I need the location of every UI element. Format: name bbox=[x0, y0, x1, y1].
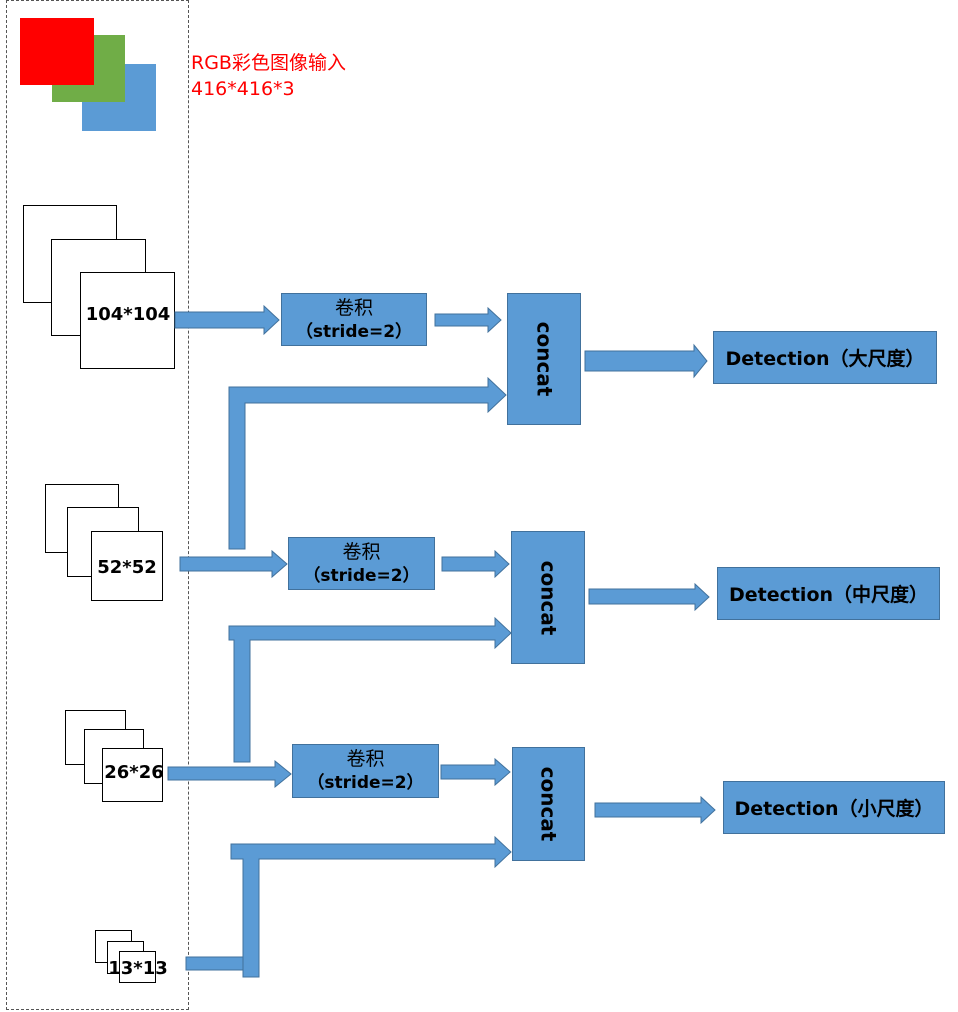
arrow-route-13-to-concat3 bbox=[230, 835, 512, 978]
concat-block-3: concat bbox=[512, 747, 585, 861]
conv-block-1: 卷积 （stride=2） bbox=[281, 293, 427, 346]
concat-block-1-label: concat bbox=[532, 321, 556, 397]
concat-block-1: concat bbox=[507, 293, 581, 425]
arrow-conv3-to-concat bbox=[440, 757, 511, 787]
conv-block-3-stride: （stride=2） bbox=[307, 773, 424, 793]
feature-map-52-front bbox=[91, 531, 163, 601]
feature-map-13-label: 13*13 bbox=[108, 958, 168, 979]
rgb-red-channel bbox=[20, 18, 94, 85]
backbone-frame bbox=[6, 0, 189, 1010]
feature-map-104-label: 104*104 bbox=[85, 304, 171, 325]
arrow-route-26-to-concat2 bbox=[228, 616, 512, 763]
rgb-input-title: RGB彩色图像输入 bbox=[191, 52, 346, 74]
arrow-52-to-conv bbox=[179, 549, 288, 579]
conv-block-2-title: 卷积 bbox=[342, 541, 381, 563]
arrow-104-to-conv bbox=[174, 304, 280, 336]
conv-block-3-title: 卷积 bbox=[346, 748, 385, 770]
detection-medium: Detection（中尺度） bbox=[717, 567, 940, 620]
arrow-conv2-to-concat bbox=[441, 549, 510, 579]
rgb-input-label: RGB彩色图像输入 416*416*3 bbox=[191, 50, 346, 102]
feature-map-13-front bbox=[119, 951, 156, 983]
concat-block-2-label: concat bbox=[536, 560, 560, 635]
feature-map-26-label: 26*26 bbox=[104, 762, 164, 783]
conv-block-2-stride: （stride=2） bbox=[303, 566, 420, 586]
concat-block-3-label: concat bbox=[536, 766, 561, 842]
detection-large: Detection（大尺度） bbox=[713, 331, 937, 384]
arrow-concat3-to-detection bbox=[594, 795, 716, 825]
feature-map-26-front bbox=[102, 748, 163, 802]
conv-block-3: 卷积 （stride=2） bbox=[292, 744, 439, 798]
arrow-concat2-to-detection bbox=[588, 582, 710, 612]
feature-map-52-label: 52*52 bbox=[97, 557, 157, 578]
rgb-input-size: 416*416*3 bbox=[191, 78, 295, 100]
arrow-conv1-to-concat bbox=[434, 306, 502, 334]
conv-block-2: 卷积 （stride=2） bbox=[288, 537, 435, 590]
arrow-route-52-to-concat1 bbox=[228, 376, 507, 550]
conv-block-1-stride: （stride=2） bbox=[295, 322, 413, 342]
feature-map-104-front bbox=[80, 272, 175, 369]
concat-block-2: concat bbox=[511, 531, 585, 664]
arrow-13-out bbox=[185, 956, 244, 971]
conv-block-1-title: 卷积 bbox=[334, 297, 373, 319]
arrow-26-to-conv bbox=[167, 759, 292, 789]
arrow-concat1-to-detection bbox=[584, 343, 708, 379]
detection-small: Detection（小尺度） bbox=[723, 781, 945, 834]
